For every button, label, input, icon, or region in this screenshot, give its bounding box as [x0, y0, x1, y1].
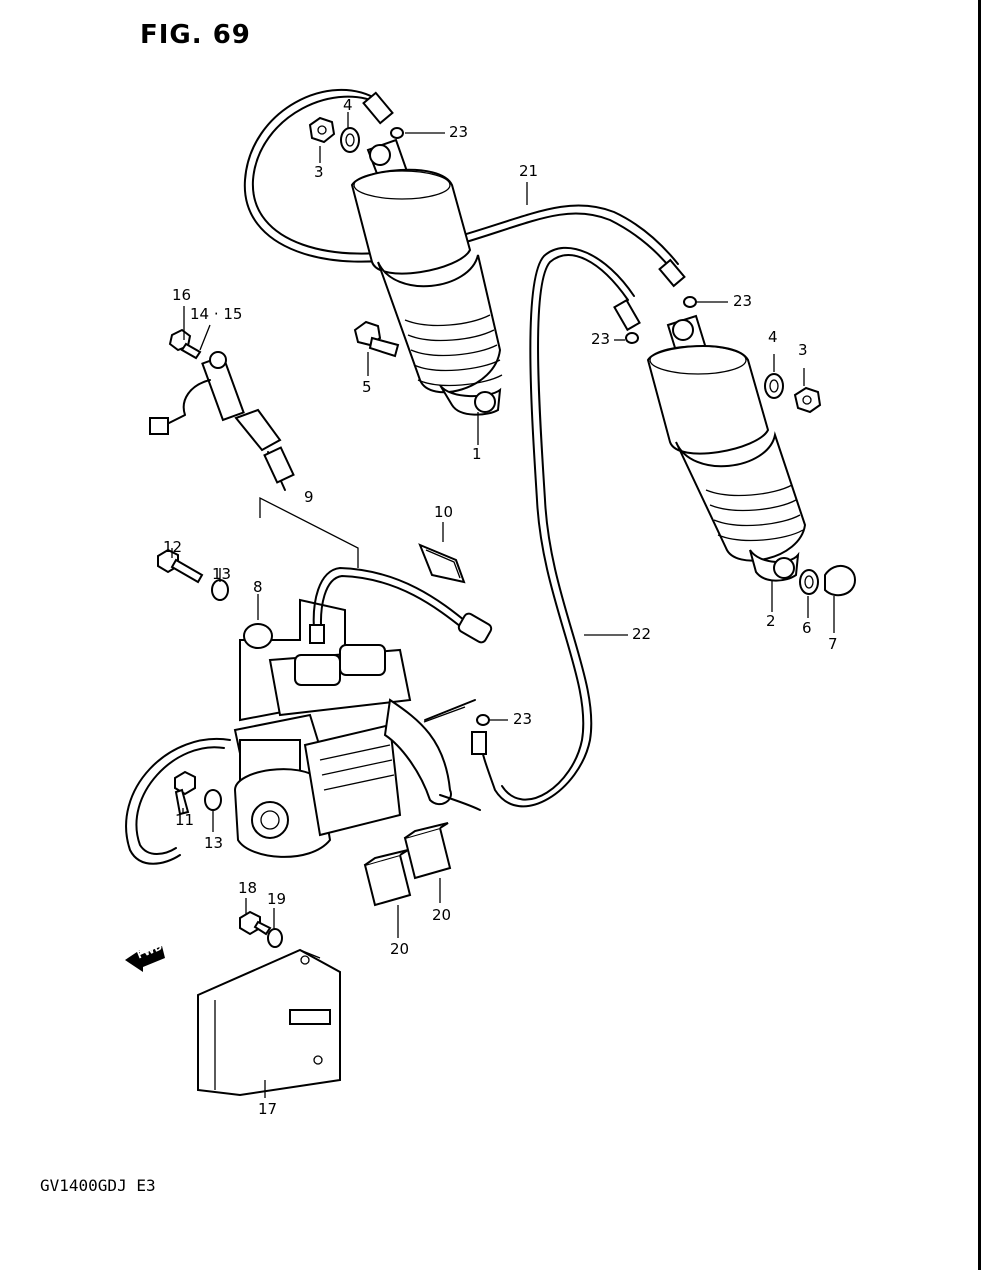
- callout-23-a: 23: [449, 123, 469, 141]
- air-hose-22: [471, 246, 641, 808]
- callout-13-lower: 13: [204, 834, 224, 852]
- callout-3-left: 3: [314, 163, 324, 181]
- model-code: GV1400GDJ E3: [40, 1176, 156, 1195]
- callout-4-right: 4: [768, 328, 778, 346]
- callout-4-left: 4: [343, 96, 353, 114]
- shock-absorber-right: [646, 314, 807, 582]
- callout-18: 18: [238, 879, 258, 897]
- o-ring-23-c: [625, 332, 639, 344]
- callout-21: 21: [519, 162, 539, 180]
- o-ring-23-a: [390, 127, 404, 139]
- screw-18: [239, 910, 272, 936]
- callout-5: 5: [362, 378, 372, 396]
- solenoid-20-left: [363, 849, 412, 907]
- shock-absorber-left: [350, 138, 503, 416]
- callout-1: 1: [472, 445, 482, 463]
- callout-20-right: 20: [432, 906, 452, 924]
- bolt-11: [174, 770, 196, 816]
- washer-13-upper: [211, 579, 229, 601]
- callout-14-15: 14 · 15: [190, 305, 243, 323]
- callout-23-b: 23: [733, 292, 753, 310]
- callout-9: 9: [304, 488, 314, 506]
- washer-6: [799, 569, 819, 595]
- callout-17: 17: [258, 1100, 278, 1118]
- bolt-5: [353, 320, 400, 358]
- callout-6: 6: [802, 619, 812, 637]
- control-unit-17: [197, 948, 341, 1097]
- callout-23-d: 23: [513, 710, 533, 728]
- callout-19: 19: [267, 890, 287, 908]
- washer-19: [267, 928, 283, 948]
- clip-10: [418, 543, 466, 584]
- washer-4-left: [340, 127, 360, 153]
- washer-4-right: [764, 373, 784, 399]
- callout-8: 8: [253, 578, 263, 596]
- figure-title: FIG. 69: [140, 20, 251, 50]
- fwd-arrow-icon: [125, 946, 165, 972]
- callout-11: 11: [175, 811, 195, 829]
- height-sensor-14-15: [149, 351, 295, 491]
- callout-23-c: 23: [591, 330, 611, 348]
- nut-3-left: [308, 116, 336, 144]
- solenoid-20-right: [403, 822, 452, 880]
- washer-13-lower: [204, 789, 222, 811]
- callout-12: 12: [163, 538, 183, 556]
- screw-16: [168, 328, 202, 360]
- o-ring-23-d: [476, 714, 490, 726]
- callout-22: 22: [632, 625, 652, 643]
- callout-10: 10: [434, 503, 454, 521]
- callout-13-upper: 13: [212, 565, 232, 583]
- leader-9-bracket: [259, 496, 359, 568]
- bolt-12: [157, 548, 204, 584]
- callout-2: 2: [766, 612, 776, 630]
- leader-lines: [171, 112, 835, 1098]
- callout-7: 7: [828, 635, 838, 653]
- compressor-air-line: [309, 567, 493, 644]
- o-ring-23-b: [683, 296, 697, 308]
- nut-3-right: [793, 386, 822, 414]
- air-compressor-assembly: [125, 598, 481, 865]
- callout-20-left: 20: [390, 940, 410, 958]
- page-edge-line: [978, 0, 981, 1270]
- callout-3-right: 3: [798, 341, 808, 359]
- callout-16: 16: [172, 286, 192, 304]
- cap-nut-7: [824, 565, 857, 597]
